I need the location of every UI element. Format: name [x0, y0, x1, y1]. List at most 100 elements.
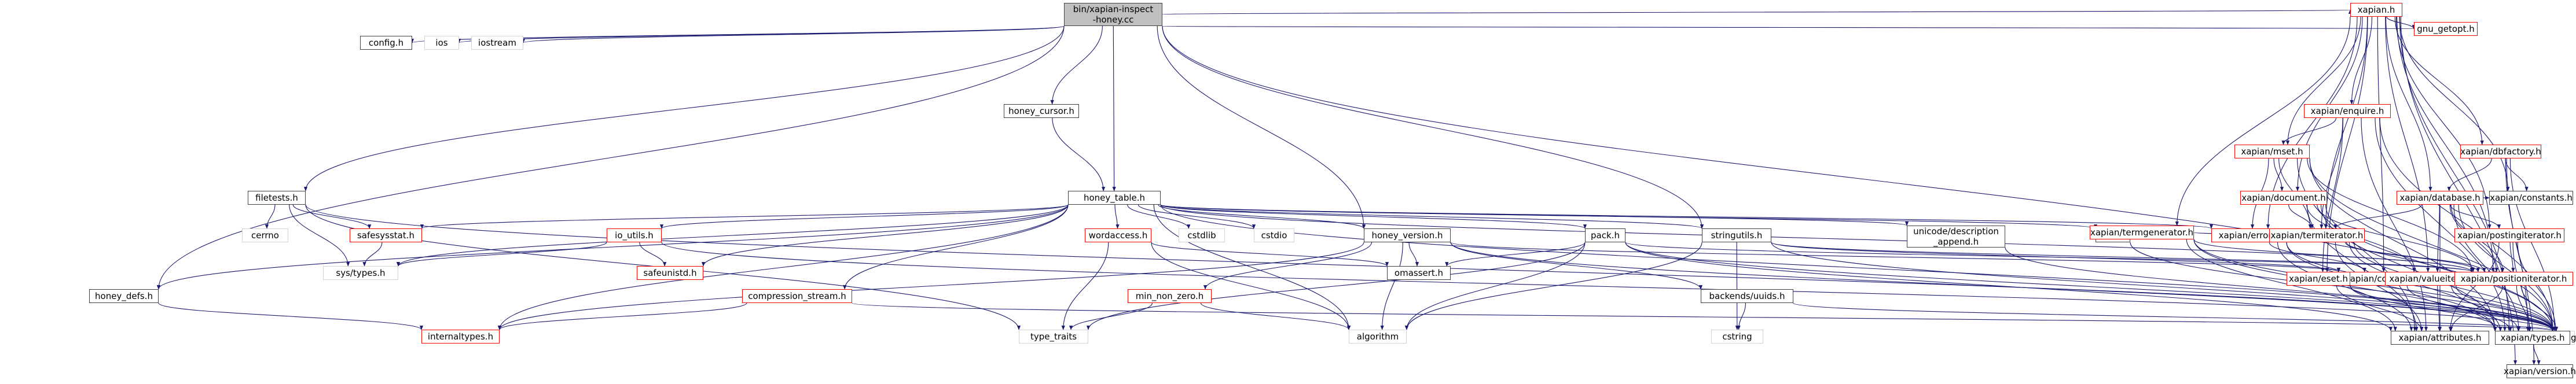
node-label: -honey.cc	[1092, 14, 1134, 25]
edge-xapian-h-to-xapian-document	[2295, 16, 2363, 191]
edge-xapian-h-to-gnu-getopt	[2386, 16, 2416, 29]
node-config[interactable]: config.h	[360, 36, 412, 50]
node-xapian-types[interactable]: xapian/types.h	[2495, 331, 2570, 345]
node-io-utils[interactable]: io_utils.h	[607, 228, 662, 242]
node-gnu-getopt[interactable]: gnu_getopt.h	[2414, 22, 2478, 36]
edge-xapian-termiterator-to-string-view	[2345, 242, 2480, 272]
node-internaltypes[interactable]: internaltypes.h	[421, 330, 500, 344]
node-cerrno: cerrno	[242, 228, 288, 242]
edge-honey-table-to-algorithm	[1153, 204, 1351, 330]
edge-xapian-h-to-xapian-version	[2400, 16, 2518, 365]
edge-filetests-to-sys-types	[289, 204, 350, 267]
node-cstring: cstring	[1711, 330, 1763, 344]
node-label: cstdio	[1261, 230, 1287, 241]
node-xapian-enquire[interactable]: xapian/enquire.h	[2304, 104, 2391, 118]
node-label: xapian/eset.h	[2289, 274, 2348, 284]
node-xapian-postingiterator[interactable]: xapian/postingiterator.h	[2454, 228, 2564, 242]
node-label: xapian/document.h	[2241, 193, 2326, 203]
edge-xapian-mset-to-xapian-document	[2273, 158, 2284, 191]
edge-xapian-h-to-xapian-postingiterator	[2395, 16, 2491, 229]
edge-xapian-types-to-xapian-version	[2533, 344, 2541, 365]
edge-xapian-mset-to-xapian-types	[2309, 158, 2497, 331]
node-label: xapian/postingiterator.h	[2457, 230, 2562, 241]
node-safeunistd[interactable]: safeunistd.h	[637, 266, 703, 280]
edge-honey-cursor-to-honey-table	[1052, 117, 1106, 191]
edge-root-to-filetests	[303, 25, 1065, 191]
node-xapian-termgenerator[interactable]: xapian/termgenerator.h	[2090, 226, 2194, 239]
edge-honey-table-to-cstdio	[1137, 204, 1256, 229]
node-label: xapian/types.h	[2500, 333, 2565, 343]
node-pack[interactable]: pack.h	[1585, 228, 1625, 242]
node-omassert[interactable]: omassert.h	[1387, 266, 1451, 280]
node-label: xapian/version.h	[2504, 366, 2576, 376]
edge-xapian-error-to-xapian-constinfo	[2269, 242, 2366, 272]
edge-xapian-postingiterator-to-xapian-positioniterator	[2509, 242, 2515, 272]
edge-xapian-termgenerator-to-string-view	[2193, 239, 2474, 272]
edge-wordaccess-to-omassert	[1151, 242, 1389, 267]
node-honey-table[interactable]: honey_table.h	[1068, 191, 1161, 205]
node-unicode-desc[interactable]: unicode/description_append.h	[1907, 226, 2005, 248]
node-stringutils[interactable]: stringutils.h	[1702, 228, 1771, 242]
edge-xapian-h-to-xapian-mset	[2285, 16, 2361, 145]
edge-xapian-termiterator-to-xapian-positioniterator	[2346, 242, 2486, 272]
edge-honey-version-to-algorithm	[1380, 242, 1403, 330]
edge-root-to-xapian-h	[1162, 9, 2351, 15]
node-xapian-positioniterator[interactable]: xapian/positioniterator.h	[2454, 272, 2573, 286]
edge-root-to-honey-defs	[156, 25, 1065, 290]
node-ios: ios	[424, 36, 459, 50]
node-honey-cursor[interactable]: honey_cursor.h	[1004, 104, 1079, 118]
node-sys-types: sys/types.h	[323, 266, 398, 280]
node-label: xapian/mset.h	[2241, 146, 2303, 157]
node-xapian-document[interactable]: xapian/document.h	[2240, 191, 2327, 205]
node-safesysstat[interactable]: safesysstat.h	[350, 228, 422, 242]
edge-xapian-postingiterator-to-string	[2517, 242, 2557, 331]
edge-xapian-eset-to-xapian-types	[2350, 285, 2502, 331]
node-label: xapian/error.h	[2218, 230, 2280, 241]
node-honey-defs[interactable]: honey_defs.h	[89, 289, 159, 303]
node-xapian-eset[interactable]: xapian/eset.h	[2287, 272, 2350, 286]
node-root[interactable]: bin/xapian-inspect-honey.cc	[1064, 3, 1162, 26]
edge-root-to-honey-version	[1157, 25, 1366, 229]
edge-honey-version-to-internaltypes	[498, 242, 1364, 330]
node-compression-stream[interactable]: compression_stream.h	[742, 289, 852, 303]
node-xapian-attributes[interactable]: xapian/attributes.h	[2391, 331, 2489, 345]
node-min-non-zero[interactable]: min_non_zero.h	[1128, 289, 1212, 303]
edge-xapian-database-to-xapian-valueiterator	[2435, 204, 2440, 272]
node-label: omassert.h	[1394, 268, 1444, 278]
node-filetests[interactable]: filetests.h	[248, 191, 306, 205]
node-xapian-database[interactable]: xapian/database.h	[2397, 191, 2483, 205]
node-xapian-version[interactable]: xapian/version.h	[2504, 364, 2576, 378]
edge-xapian-postingiterator-to-xapian-attributes	[2448, 242, 2500, 331]
edge-honey-version-to-backends-uuids	[1450, 242, 1702, 290]
node-label: xapian/database.h	[2399, 193, 2480, 203]
node-backends-uuids[interactable]: backends/uuids.h	[1701, 289, 1793, 303]
edge-honey-table-to-wordaccess	[1114, 204, 1120, 229]
node-wordaccess[interactable]: wordaccess.h	[1085, 228, 1151, 242]
node-xapian-constants[interactable]: xapian/constants.h	[2489, 191, 2573, 205]
node-algorithm: algorithm	[1349, 330, 1407, 344]
node-honey-version[interactable]: honey_version.h	[1364, 228, 1451, 242]
edge-honey-table-to-stringutils	[1160, 204, 1704, 229]
node-xapian-termiterator[interactable]: xapian/termiterator.h	[2269, 228, 2365, 242]
node-label: honey_table.h	[1083, 193, 1146, 203]
edge-xapian-h-to-xapian-termiterator	[2324, 16, 2368, 229]
edge-xapian-valueiterator-to-string	[2456, 285, 2555, 331]
node-label: wordaccess.h	[1088, 230, 1148, 241]
edge-backends-uuids-to-string	[1793, 302, 2555, 331]
node-xapian-dbfactory[interactable]: xapian/dbfactory.h	[2460, 145, 2541, 158]
edge-stringutils-to-algorithm	[1404, 242, 1702, 330]
node-xapian-mset[interactable]: xapian/mset.h	[2234, 145, 2310, 158]
node-label: filetests.h	[255, 193, 298, 203]
node-xapian-h[interactable]: xapian.h	[2350, 3, 2402, 17]
node-label: xapian.h	[2357, 5, 2395, 15]
node-label: _append.h	[1933, 237, 1979, 247]
edge-xapian-h-to-xapian-constinfo	[2377, 16, 2386, 272]
node-label: honey_version.h	[1371, 230, 1443, 241]
edge-honey-table-to-xapian-error	[1160, 204, 2213, 229]
edge-xapian-document-to-xapian-attributes	[2306, 204, 2419, 331]
edge-xapian-dbfactory-to-xapian-constants	[2505, 158, 2529, 191]
edge-xapian-termiterator-to-string	[2353, 242, 2555, 331]
node-label: config.h	[368, 38, 404, 48]
edge-honey-table-to-compression-stream	[843, 204, 1069, 290]
